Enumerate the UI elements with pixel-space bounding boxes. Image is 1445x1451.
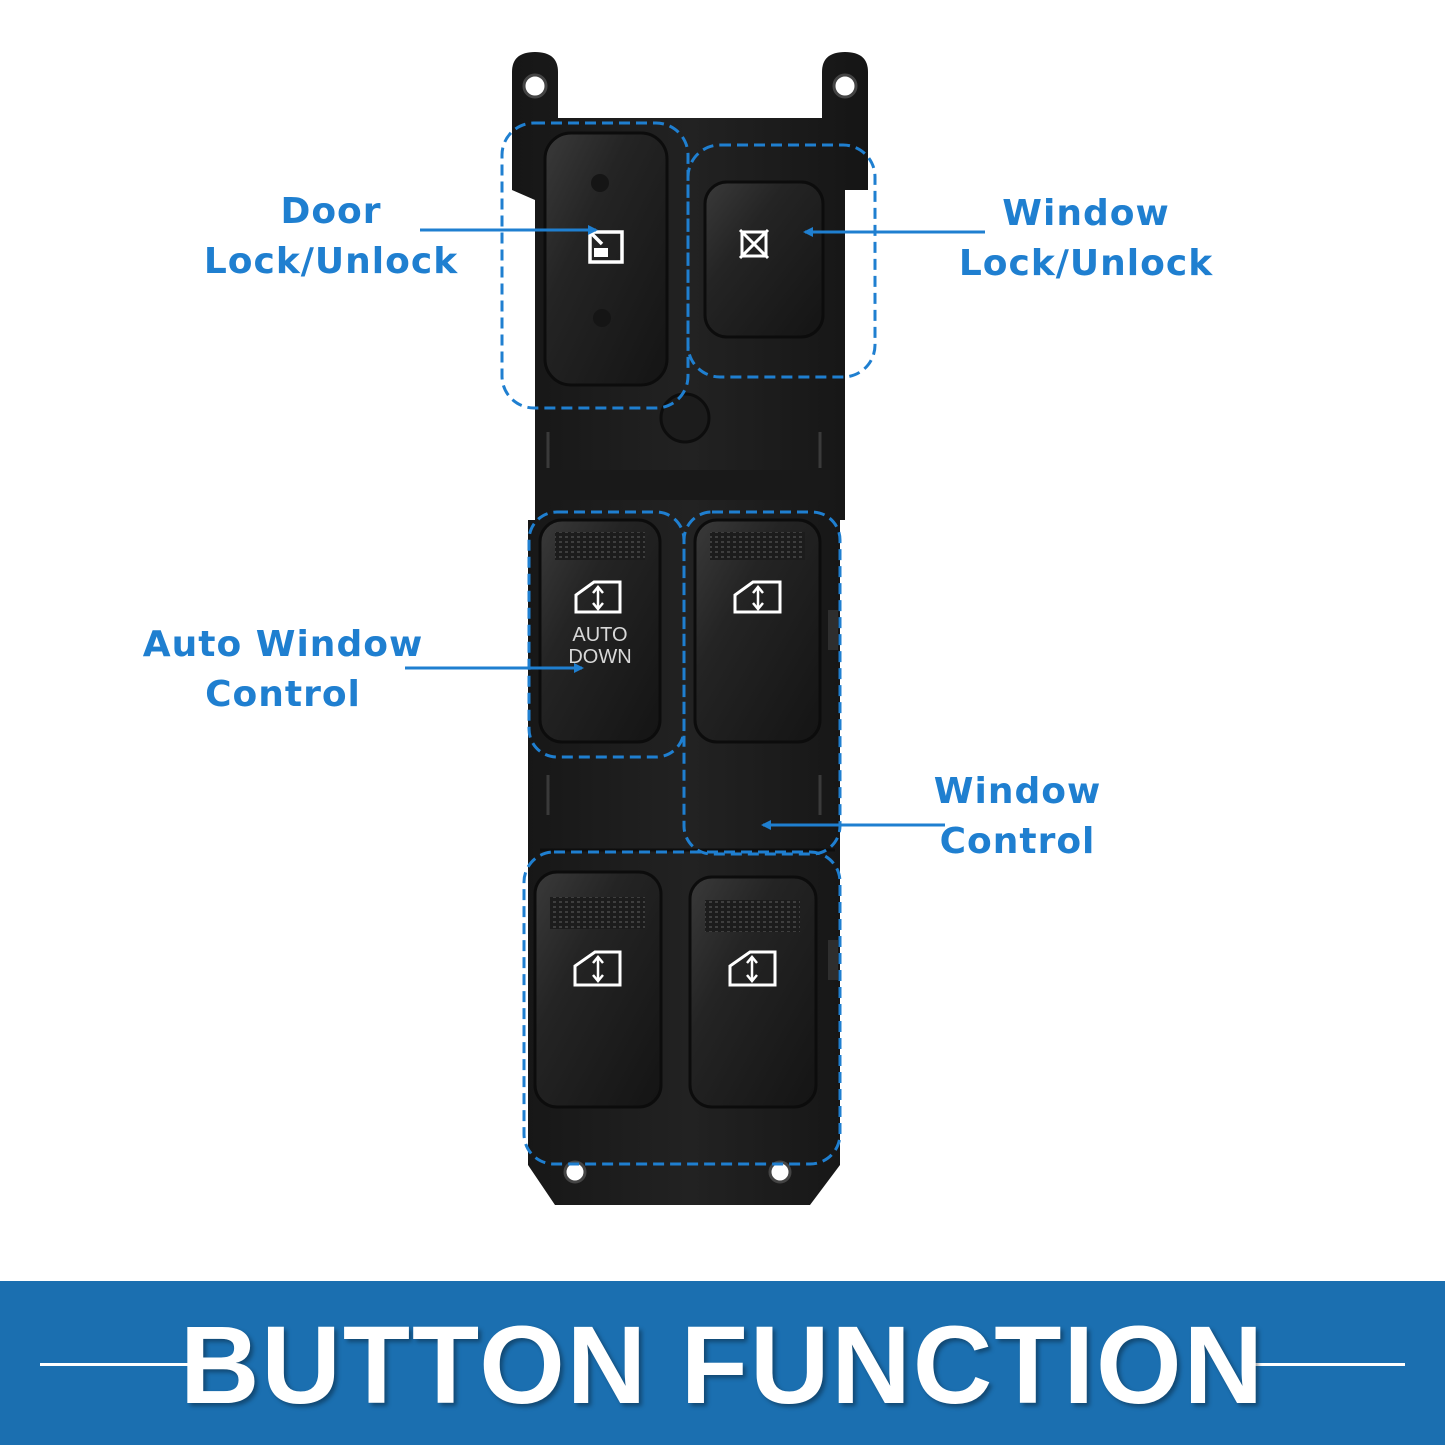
center-pin xyxy=(659,392,711,444)
auto-window-label: Auto Window Control xyxy=(142,620,424,720)
rear-windows-highlight xyxy=(522,850,842,1166)
window-lock-button[interactable] xyxy=(703,180,825,339)
window-up-down-icon xyxy=(573,950,622,987)
rear-right-window-button[interactable] xyxy=(688,875,818,1109)
down-label: DOWN xyxy=(568,646,631,668)
window-control-label: Window Control xyxy=(915,767,1120,867)
door-lock-label-line1: Door xyxy=(280,191,382,232)
highlight-outlines xyxy=(500,121,877,1166)
mounting-hole xyxy=(832,73,858,99)
mounting-hole xyxy=(768,1160,792,1184)
door-lock-label-line2: Lock/Unlock xyxy=(203,241,459,282)
window-up-down-icon xyxy=(574,580,622,614)
window-lock-icon xyxy=(738,228,770,260)
banner-title: BUTTON FUNCTION xyxy=(179,1304,1266,1427)
title-banner: BUTTON FUNCTION xyxy=(0,1281,1445,1445)
window-control-label-line2: Control xyxy=(939,821,1096,862)
window-up-down-icon xyxy=(733,580,782,614)
window-lock-label-line1: Window xyxy=(1002,193,1170,234)
banner-rule-right xyxy=(1250,1363,1405,1366)
door-lock-highlight xyxy=(500,121,690,410)
window-lock-label-line2: Lock/Unlock xyxy=(958,243,1214,284)
door-lock-label: Door Lock/Unlock xyxy=(200,187,462,287)
window-lock-highlight xyxy=(686,143,877,379)
rear-left-window-button[interactable] xyxy=(533,870,663,1109)
door-lock-button[interactable] xyxy=(543,131,669,387)
auto-window-highlight xyxy=(527,510,686,759)
window-control-button[interactable] xyxy=(693,518,822,744)
mounting-hole xyxy=(563,1160,587,1184)
mounting-hole xyxy=(522,73,548,99)
window-lock-label: Window Lock/Unlock xyxy=(955,189,1217,289)
switch-diagram: AUTO DOWN xyxy=(405,52,985,1205)
auto-window-label-line1: Auto Window xyxy=(142,624,424,665)
auto-label: AUTO xyxy=(572,624,627,646)
window-control-label-line1: Window xyxy=(933,771,1102,812)
auto-window-label-line2: Control xyxy=(205,674,361,715)
banner-rule-left xyxy=(40,1363,195,1366)
window-up-down-icon xyxy=(728,950,777,987)
auto-window-button[interactable]: AUTO DOWN xyxy=(538,518,662,744)
callout-arrows xyxy=(405,225,985,830)
